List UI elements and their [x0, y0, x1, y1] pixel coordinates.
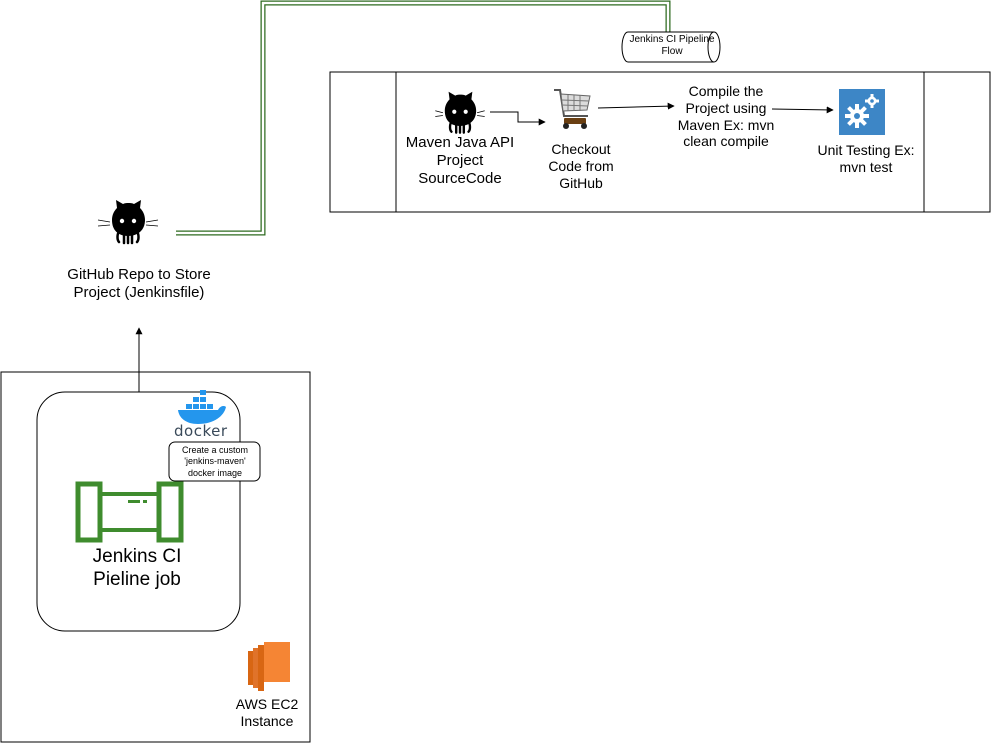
step-checkout-label: Checkout Code from GitHub	[548, 141, 614, 191]
step-source-label: Maven Java API Project SourceCode	[405, 134, 515, 187]
docker-note-box	[168, 441, 261, 482]
source-to-checkout-arrow	[490, 111, 546, 126]
jenkins-job-label: Jenkins CI Pieline job	[92, 546, 182, 590]
github-repo-icon	[97, 200, 159, 245]
github-icon	[435, 91, 485, 134]
github-repo-label: GitHub Repo to Store Project (Jenkinsfil…	[67, 266, 211, 301]
pipeline-icon	[75, 481, 184, 543]
pipeline-cylinder-label: Jenkins CI Pipeline Flow	[629, 34, 715, 57]
shopping-cart-icon	[554, 89, 591, 129]
compile-to-test-arrow	[771, 106, 834, 114]
aws-ec2-icon	[248, 642, 290, 691]
step-unit-testing-label: Unit Testing Ex: mvn test	[817, 142, 915, 175]
gears-icon	[839, 89, 885, 135]
github-to-pipeline-connector-inner	[176, 1, 670, 235]
pipeline-swimlane	[329, 71, 991, 213]
checkout-to-compile-arrow	[597, 102, 675, 110]
docker-icon	[178, 390, 226, 424]
pipeline-cylinder	[621, 31, 721, 63]
docker-logo-text: docker	[174, 422, 228, 440]
github-to-pipeline-connector	[176, 0, 671, 236]
aws-ec2-container	[0, 371, 311, 743]
docker-note-text: Create a custom 'jenkins-maven' docker i…	[181, 445, 249, 478]
step-compile-label: Compile the Project using Maven Ex: mvn …	[677, 83, 775, 150]
aws-ec2-label: AWS EC2 Instance	[235, 696, 299, 729]
